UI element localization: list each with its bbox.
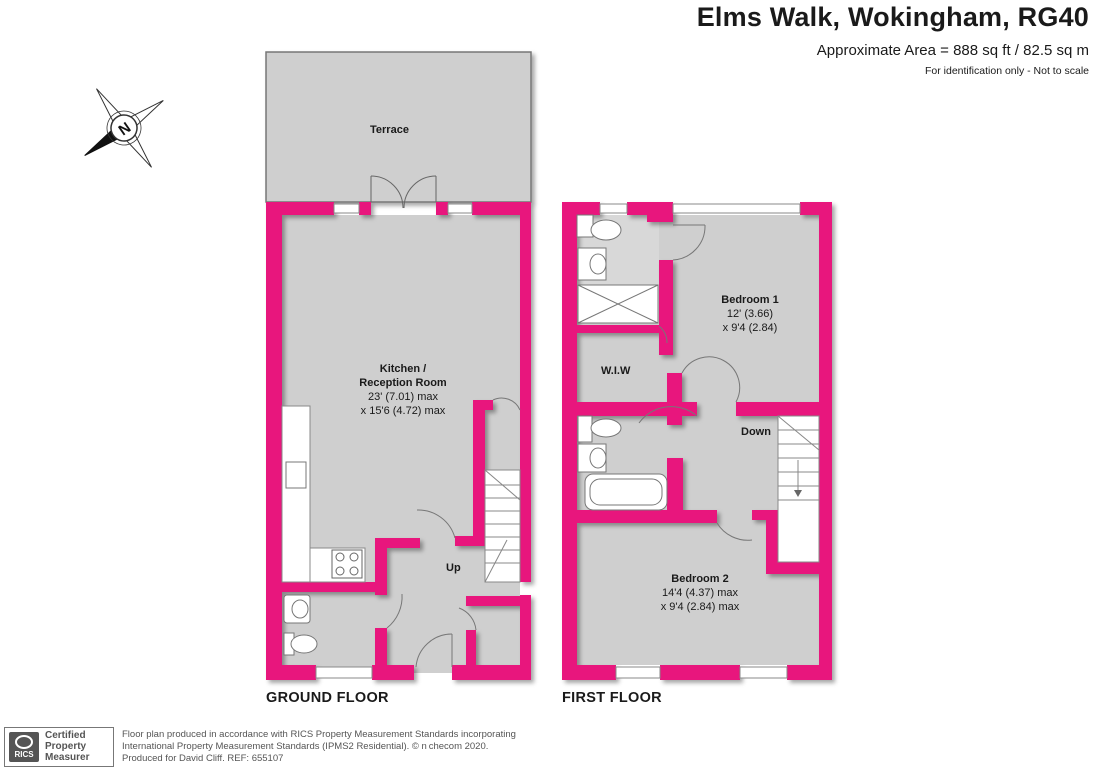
badge-line-1: Certified — [45, 730, 86, 741]
ensuite-fixtures — [576, 214, 659, 324]
rics-logo-icon: RICS — [9, 732, 39, 762]
badge-line-3: Measurer — [45, 752, 90, 763]
first-floor-walls — [562, 202, 832, 680]
first-staircase — [777, 415, 820, 563]
footer-notice: Floor plan produced in accordance with R… — [122, 729, 516, 764]
ground-floor-walls — [266, 202, 531, 680]
ground-wc-fixtures — [283, 594, 318, 656]
ground-floor-label: GROUND FLOOR — [266, 690, 389, 706]
terrace-area — [265, 51, 532, 203]
hob — [331, 549, 363, 579]
kitchen-counter — [281, 405, 311, 583]
ground-floor-plan — [265, 51, 532, 680]
compass-icon — [84, 88, 164, 168]
bathroom-fixtures — [577, 415, 668, 511]
stairs-up-label: Up — [446, 562, 461, 574]
first-floor-label: FIRST FLOOR — [562, 690, 662, 706]
terrace-label: Terrace — [370, 124, 409, 136]
badge-line-2: Property — [45, 741, 87, 752]
kitchen-reception-label: Kitchen / Reception Room 23' (7.01) max … — [359, 363, 447, 417]
wiw-label: W.I.W — [601, 365, 631, 377]
approximate-area: Approximate Area = 888 sq ft / 82.5 sq m — [816, 42, 1089, 59]
bedroom-2-label: Bedroom 2 14'4 (4.37) max x 9'4 (2.84) m… — [660, 573, 740, 613]
kitchen-sink — [285, 461, 307, 489]
first-floor-plan — [562, 202, 832, 680]
rics-certified-badge: RICS Certified Property Measurer — [4, 727, 114, 767]
bedroom-1-label: Bedroom 1 12' (3.66) x 9'4 (2.84) — [721, 294, 779, 334]
property-title: Elms Walk, Wokingham, RG40 — [696, 2, 1089, 32]
ground-staircase — [484, 469, 521, 583]
scale-note: For identification only - Not to scale — [925, 65, 1089, 77]
stairs-down-label: Down — [741, 426, 771, 438]
